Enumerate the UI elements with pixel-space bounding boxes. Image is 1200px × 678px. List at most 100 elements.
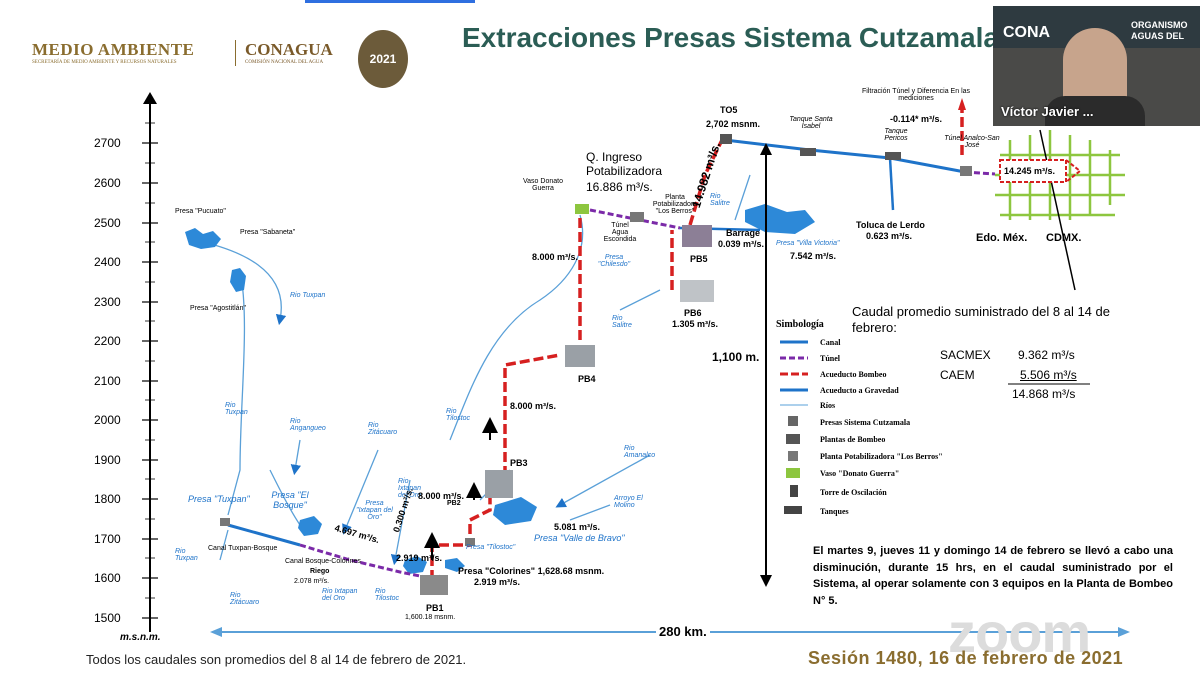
axis-tick-1600: 1600 bbox=[94, 571, 121, 585]
top-bar bbox=[0, 0, 1200, 6]
label-to5: TO5 bbox=[720, 105, 738, 115]
axis-tick-2700: 2700 bbox=[94, 136, 121, 150]
participant-video-tile[interactable]: CONA ORGANISMO AGUAS DEL Víctor Javier .… bbox=[993, 6, 1200, 126]
symbology-item-rios: Ríos bbox=[820, 401, 836, 410]
label-rio-ixtapan: Rio Ixtapan del Oro bbox=[398, 478, 421, 499]
participant-avatar bbox=[1063, 28, 1127, 108]
label-presa-tilostoc: Presa "Tilostoc" bbox=[466, 544, 516, 551]
label-canal-bosque-colorines: Canal Bosque-Colorines bbox=[285, 558, 361, 565]
seal-2021-logo: 2021 bbox=[358, 30, 408, 88]
symbology-item-tunel: Túnel bbox=[820, 354, 841, 363]
label-rio-amanalco: Rio Amanalco bbox=[624, 445, 656, 459]
label-rio-tilostoc: Rio Tilostoc bbox=[446, 408, 471, 422]
axis-tick-2500: 2500 bbox=[94, 216, 121, 230]
label-rio-salitre: Rio Salitre bbox=[612, 315, 632, 329]
label-rio-zitacuaro-low: Rio Zitácuaro bbox=[230, 592, 260, 606]
axis-tick-2600: 2600 bbox=[94, 176, 121, 190]
label-pb3: PB3 bbox=[510, 458, 528, 468]
symbology-item-bombeo: Acueducto Bombeo bbox=[820, 370, 887, 379]
axis-tick-2200: 2200 bbox=[94, 334, 121, 348]
flow-arrows bbox=[424, 417, 498, 560]
label-riego: Riego bbox=[310, 568, 330, 575]
label-rio-salitre-top: Rio Salitre bbox=[710, 193, 730, 207]
symbology-item-canal: Canal bbox=[820, 338, 841, 347]
label-filtracion: Filtración Túnel y Diferencia En las med… bbox=[861, 88, 971, 102]
label-filtracion-flow: -0.114* m³/s. bbox=[890, 114, 943, 124]
symbology-samples bbox=[780, 340, 808, 514]
axis-tick-2000: 2000 bbox=[94, 413, 121, 427]
label-presa-agostitlan: Presa "Agostitlán" bbox=[190, 305, 246, 312]
axis-tick-2100: 2100 bbox=[94, 374, 121, 388]
label-presa-colorines: Presa "Colorines" 1,628.68 msnm. bbox=[458, 566, 605, 576]
logo-con-text: CONAGUA bbox=[245, 40, 333, 59]
label-tanque-pericos: Tanque Pericos bbox=[884, 128, 908, 142]
label-rio-tuxpan-mid: Rio Tuxpan bbox=[225, 402, 248, 416]
label-q-ingreso: Q. Ingreso Potabilizadora bbox=[586, 150, 663, 178]
symbology-item-plantas: Plantas de Bombeo bbox=[820, 435, 886, 444]
participant-name: Víctor Javier ... bbox=[1001, 104, 1094, 119]
axis-tick-1900: 1900 bbox=[94, 453, 121, 467]
label-planta-berros: Planta Potabilizadora "Los Berros" bbox=[652, 194, 698, 215]
distance-label: 280 km. bbox=[656, 624, 710, 639]
logo-ma-sub: SECRETARÍA DE MEDIO AMBIENTE Y RECURSOS … bbox=[32, 60, 177, 65]
axis-tick-1500: 1500 bbox=[94, 611, 121, 625]
label-pb2: PB2 bbox=[447, 500, 461, 507]
label-pb6-flow: 1.305 m³/s. bbox=[672, 319, 719, 329]
caudal-row-total-value: 14.868 m³/s bbox=[1012, 387, 1076, 401]
label-rio-tuxpan-low: Rio Tuxpan bbox=[175, 548, 198, 562]
axis-tick-2400: 2400 bbox=[94, 255, 121, 269]
label-presa-chilesdo: Presa "Chilesdo" bbox=[597, 254, 631, 268]
symbology-item-vaso: Vaso "Donato Guerra" bbox=[820, 469, 900, 478]
logo-con-sub: COMISIÓN NACIONAL DEL AGUA bbox=[245, 60, 324, 65]
label-tunel-agua: Túnel Agua Escondida bbox=[603, 222, 637, 243]
symbology-item-presas: Presas Sistema Cutzamala bbox=[820, 418, 911, 427]
axis-tick-1700: 1700 bbox=[94, 532, 121, 546]
video-org-line2: AGUAS DEL bbox=[1131, 31, 1185, 41]
label-cdmx-flow: 14.245 m³/s. bbox=[1004, 166, 1056, 176]
label-q-ingreso-val: 16.886 m³/s. bbox=[586, 180, 653, 194]
caudal-heading: Caudal promedio suministrado del 8 al 14… bbox=[852, 304, 1110, 335]
label-riego-flow: 2.078 m³/s. bbox=[294, 578, 330, 585]
dams bbox=[185, 204, 815, 574]
label-flow-2919a: 2.919 m³/s. bbox=[396, 553, 443, 563]
conagua-logo: CONAGUA COMISIÓN NACIONAL DEL AGUA bbox=[245, 40, 333, 65]
label-presa-ixtapan: Presa "Ixtapan del Oro" bbox=[356, 500, 393, 521]
axis-unit: m.s.n.m. bbox=[120, 632, 161, 643]
label-tanque-santa-isabel: Tanque Santa Isabel bbox=[789, 116, 833, 130]
label-pb5: PB5 bbox=[690, 254, 708, 264]
footer-note: Todos los caudales son promedios del 8 a… bbox=[86, 652, 467, 667]
label-canal-tuxpan-bosque: Canal Tuxpan-Bosque bbox=[208, 545, 278, 552]
axis-tick-1800: 1800 bbox=[94, 492, 121, 506]
caudal-row-sacmex-value: 9.362 m³/s bbox=[1018, 348, 1075, 362]
label-vaso-donato: Vaso Donato Guerra bbox=[523, 178, 563, 192]
label-tunel-analco: Túnel Analco-San José bbox=[944, 135, 1000, 149]
label-pb1-elev: 1,600.18 msnm. bbox=[405, 614, 456, 621]
label-presa-valle-bravo: Presa "Valle de Bravo" bbox=[534, 533, 625, 543]
label-pb4: PB4 bbox=[578, 374, 596, 384]
video-conagua-logo: CONA bbox=[1003, 24, 1051, 41]
participant-shirt bbox=[1045, 96, 1145, 126]
label-presa-sabaneta: Presa "Sabaneta" bbox=[240, 229, 296, 236]
axis-ticks bbox=[142, 142, 158, 619]
label-to5-elev: 2,702 msnm. bbox=[706, 119, 761, 129]
label-presa-pucuato: Presa "Pucuato" bbox=[175, 208, 226, 215]
top-accent bbox=[305, 0, 475, 3]
label-rio-angangueo: Rio Angangueo bbox=[290, 418, 326, 432]
symbology-item-tanques: Tanques bbox=[820, 507, 849, 516]
label-pb1: PB1 bbox=[426, 603, 444, 613]
label-toluca-flow: 0.623 m³/s. bbox=[866, 231, 913, 241]
label-flow-8000-top: 8.000 m³/s. bbox=[532, 252, 579, 262]
medio-ambiente-logo: MEDIO AMBIENTE SECRETARÍA DE MEDIO AMBIE… bbox=[32, 40, 194, 65]
label-toluca: Toluca de Lerdo bbox=[856, 220, 925, 230]
facility-icons bbox=[220, 134, 972, 595]
label-flow-2919b: 2.919 m³/s. bbox=[474, 577, 521, 587]
label-edo-mex: Edo. Méx. bbox=[976, 232, 1028, 244]
caudal-row-sacmex-name: SACMEX bbox=[940, 348, 991, 362]
label-presa-tuxpan: Presa "Tuxpan" bbox=[188, 494, 250, 504]
height-label: 1,100 m. bbox=[712, 350, 760, 364]
label-cdmx: CDMX. bbox=[1046, 232, 1082, 244]
video-org-text: ORGANISMO AGUAS DEL bbox=[1131, 20, 1188, 42]
label-flow-7542: 7.542 m³/s. bbox=[790, 251, 837, 261]
label-presa-villa-victoria: Presa "Villa Victoria" bbox=[776, 240, 840, 247]
label-presa-el-bosque: Presa "El Bosque" bbox=[271, 490, 309, 510]
